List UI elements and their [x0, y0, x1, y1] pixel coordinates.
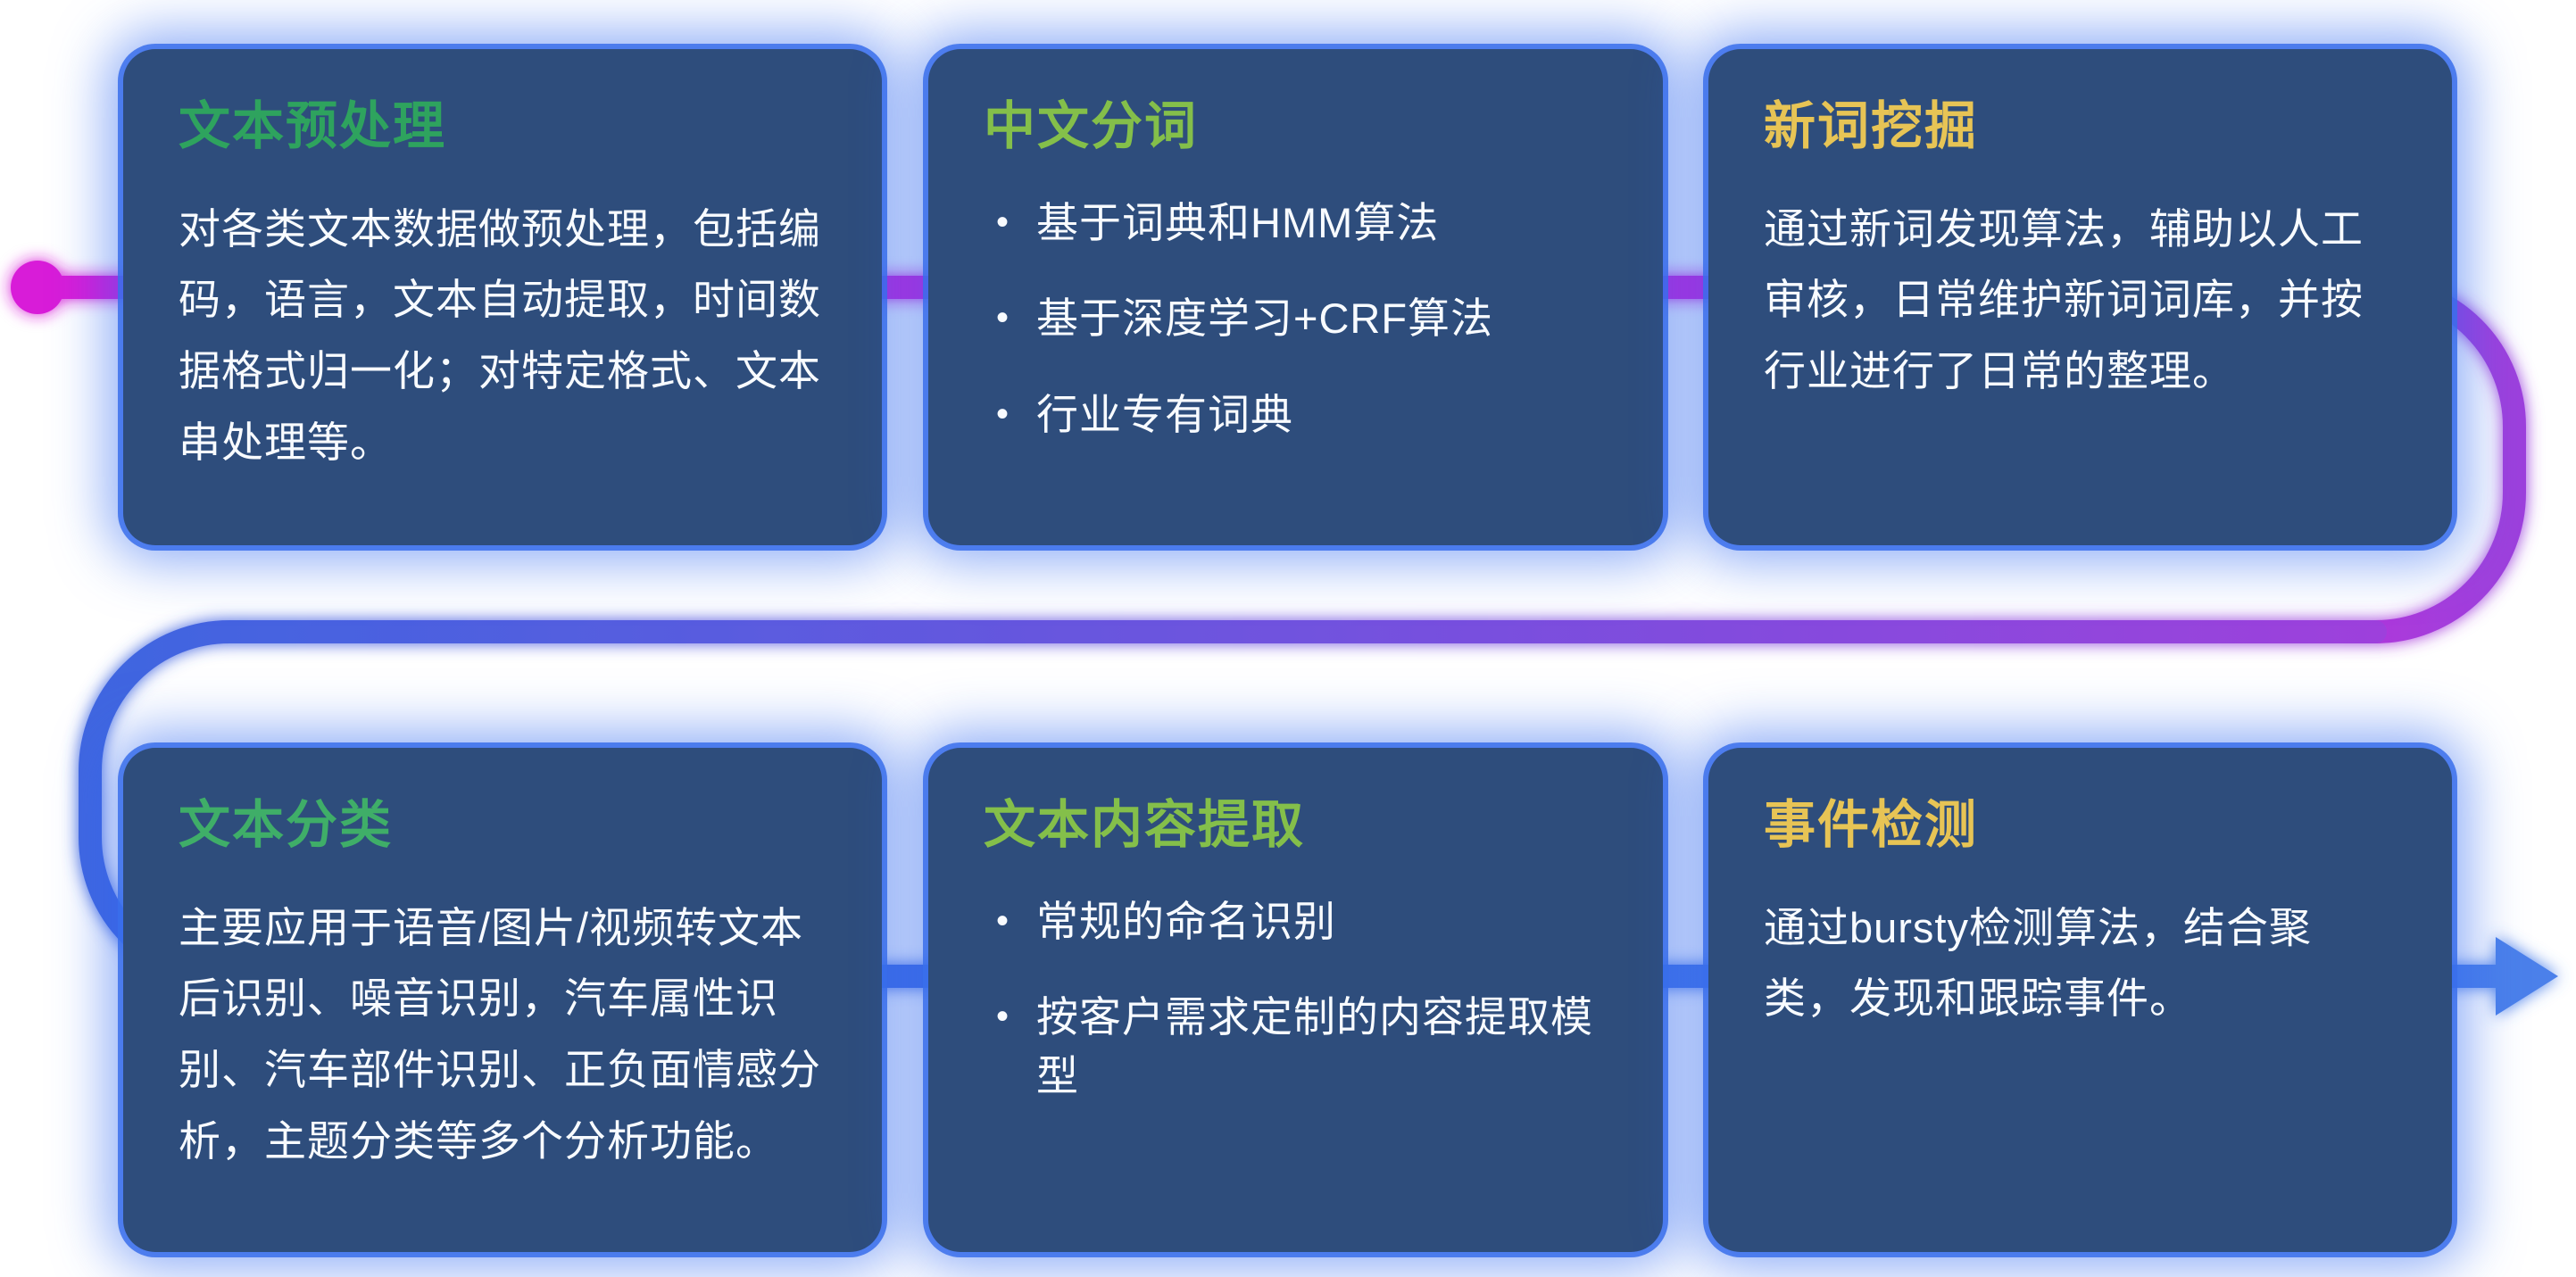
- card-title: 中文分词: [984, 97, 1199, 155]
- bullet-item: • 常规的命名识别: [996, 892, 1608, 951]
- card-new-word-mining: 新词挖掘 通过新词发现算法，辅助以人工审核，日常维护新词词库，并按行业进行了日常…: [1708, 49, 2452, 545]
- card-body: 通过bursty检测算法，结合聚类，发现和跟踪事件。: [1764, 903, 2312, 1023]
- bullet-item: • 行业专有词典: [996, 386, 1608, 444]
- bullet-item: • 按客户需求定制的内容提取模型: [996, 988, 1608, 1106]
- card-text-content-extraction: 文本内容提取 • 常规的命名识别 • 按客户需求定制的内容提取模型: [928, 748, 1663, 1252]
- bullet-icon: •: [996, 997, 1010, 1037]
- bullet-icon: •: [996, 298, 1010, 338]
- card-body: 通过新词发现算法，辅助以人工审核，日常维护新词词库，并按行业进行了日常的整理。: [1764, 204, 2364, 395]
- card-title: 事件检测: [1764, 796, 1979, 854]
- bullet-item: • 基于词典和HMM算法: [996, 194, 1608, 253]
- card-text-preprocessing: 文本预处理 对各类文本数据做预处理，包括编码，语言，文本自动提取，时间数据格式归…: [123, 49, 882, 545]
- card-title: 文本分类: [179, 796, 394, 854]
- card-title: 文本预处理: [179, 97, 447, 155]
- bullet-text: 按客户需求定制的内容提取模型: [1036, 993, 1594, 1100]
- bullet-text: 基于深度学习+CRF算法: [1036, 294, 1494, 343]
- bullet-list: • 基于词典和HMM算法 • 基于深度学习+CRF算法 • 行业专有词典: [984, 194, 1608, 444]
- card-event-detection: 事件检测 通过bursty检测算法，结合聚类，发现和跟踪事件。: [1708, 748, 2452, 1252]
- card-body: 主要应用于语音/图片/视频转文本后识别、噪音识别，汽车属性识别、汽车部件识别、正…: [179, 903, 821, 1165]
- bullet-text: 行业专有词典: [1036, 391, 1294, 439]
- bullet-text: 基于词典和HMM算法: [1036, 198, 1440, 246]
- bullet-text: 常规的命名识别: [1036, 897, 1337, 945]
- card-text-classification: 文本分类 主要应用于语音/图片/视频转文本后识别、噪音识别，汽车属性识别、汽车部…: [123, 748, 882, 1252]
- flow-start-dot: [11, 261, 64, 314]
- bullet-icon: •: [996, 900, 1010, 941]
- card-chinese-word-segmentation: 中文分词 • 基于词典和HMM算法 • 基于深度学习+CRF算法 • 行业专有词…: [928, 49, 1663, 545]
- card-title: 新词挖掘: [1764, 97, 1979, 155]
- bullet-list: • 常规的命名识别 • 按客户需求定制的内容提取模型: [984, 892, 1608, 1106]
- card-body: 对各类文本数据做预处理，包括编码，语言，文本自动提取，时间数据格式归一化；对特定…: [179, 204, 821, 467]
- bullet-icon: •: [996, 202, 1010, 242]
- flow-arrow-icon: [2496, 937, 2558, 1016]
- card-title: 文本内容提取: [984, 796, 1306, 854]
- bullet-item: • 基于深度学习+CRF算法: [996, 289, 1608, 348]
- bullet-icon: •: [996, 394, 1010, 435]
